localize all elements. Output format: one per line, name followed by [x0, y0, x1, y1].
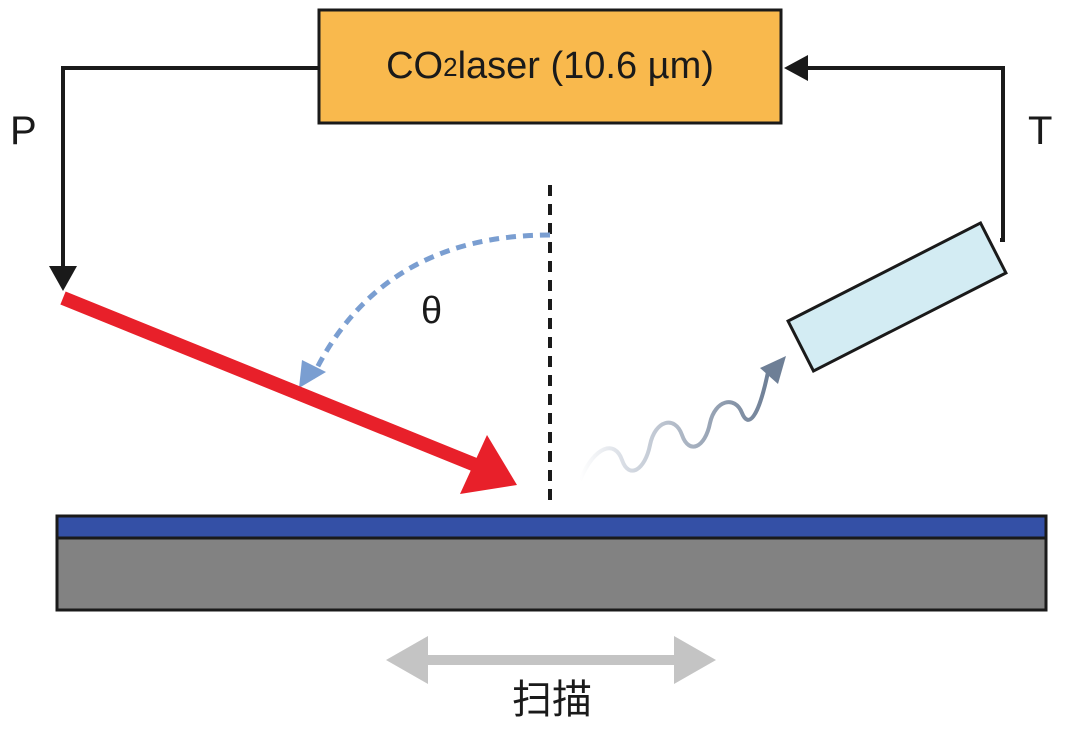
- power-line: [61, 66, 319, 268]
- laser-source-box: [317, 8, 783, 125]
- angle-arc: [309, 232, 551, 380]
- substrate: [55, 536, 1048, 612]
- laser-beam: [60, 291, 481, 473]
- power-arrowhead: [49, 266, 77, 291]
- power-label: P: [10, 109, 37, 153]
- thermal-radiation-icon: [578, 371, 770, 481]
- laser-beam-arrowhead: [460, 435, 517, 494]
- scan-arrowhead-left: [386, 636, 428, 684]
- temperature-line: [805, 66, 1005, 242]
- scan-label: 扫描: [512, 677, 592, 723]
- laser-label-prefix: CO: [386, 45, 444, 87]
- angle-label: θ: [421, 290, 443, 332]
- scan-arrowhead-right: [674, 636, 716, 684]
- temperature-label: T: [1028, 109, 1053, 153]
- angle-arrowhead: [299, 360, 326, 388]
- pyrometer-icon: [786, 221, 1008, 373]
- laser-label-suffix: laser (10.6 µm): [457, 45, 714, 87]
- emission-arrowhead: [760, 356, 786, 384]
- thin-film-layer: [55, 514, 1048, 540]
- temperature-arrowhead: [784, 55, 808, 81]
